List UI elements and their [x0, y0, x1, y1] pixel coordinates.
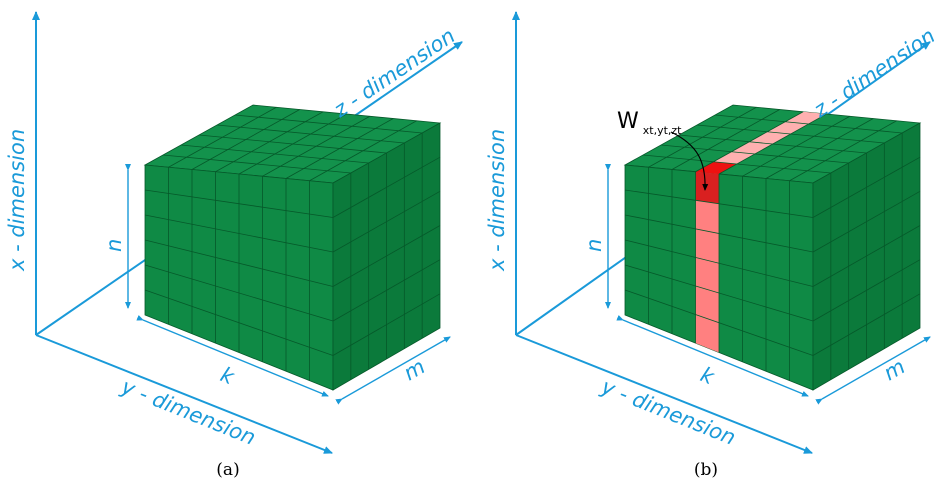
highlight-column-front [695, 171, 719, 353]
cube-grid-lines [624, 106, 921, 381]
front-grid-line [144, 264, 334, 322]
weight-label-subscript: xt,yt,zt [643, 124, 682, 137]
side-grid-line [812, 259, 921, 322]
top-grid-line [198, 134, 387, 154]
side-grid-line [812, 225, 921, 287]
k-label: k [697, 362, 718, 389]
k-label: k [217, 362, 238, 389]
top-grid-line [642, 154, 831, 174]
front-grid-line [144, 189, 334, 218]
top-grid-line [162, 154, 351, 174]
highlight-top-cell [749, 131, 791, 144]
highlight-top-cell [731, 141, 773, 154]
m-label: m [880, 354, 910, 385]
y-axis-label: y - dimension [117, 374, 259, 450]
top-grid-line [216, 124, 405, 144]
caption-b: (b) [694, 460, 718, 480]
highlight-top-cell [785, 111, 827, 124]
x-axis-label: x - dimension [485, 129, 509, 272]
top-grid-line [180, 144, 369, 164]
weight-pointer-arrow [670, 131, 709, 191]
top-grid-line [696, 124, 885, 144]
front-grid-line [144, 239, 334, 287]
front-grid-line [624, 189, 814, 218]
top-grid-line [678, 134, 867, 154]
n-label: n [582, 239, 606, 252]
highlighted-column [695, 111, 827, 353]
x-axis-label: x - dimension [5, 129, 29, 272]
front-grid-line [624, 264, 814, 322]
y-axis-label: y - dimension [597, 374, 739, 450]
side-grid-line [332, 190, 441, 253]
cube [143, 104, 442, 391]
top-grid-line [714, 114, 903, 134]
side-grid-line [812, 190, 921, 253]
weight-label: W xt,yt,zt [617, 109, 682, 137]
z-axis-label: z - dimension [329, 24, 460, 123]
side-grid-line [332, 225, 441, 287]
caption-a: (a) [216, 460, 239, 480]
k-dimension-arrow [616, 314, 809, 397]
highlight-top-cell [695, 161, 737, 174]
highlight-top-cell [767, 121, 809, 134]
highlight-cell-front [695, 171, 719, 204]
top-grid-line [234, 114, 423, 134]
side-grid-line [332, 156, 441, 218]
cube [623, 104, 922, 391]
m-label: m [400, 354, 430, 385]
front-grid-line [144, 214, 334, 253]
m-dimension-arrow [815, 336, 931, 405]
side-grid-line [812, 156, 921, 218]
weight-label-main: W [617, 109, 639, 134]
m-dimension-arrow [335, 336, 451, 405]
k-dimension-arrow [136, 314, 329, 397]
highlight-top-cell [713, 151, 755, 164]
side-grid-line [332, 259, 441, 322]
top-grid-line [660, 144, 849, 164]
front-grid-line [624, 239, 814, 287]
panel-b: x - dimension y - dimension z - dimensio… [485, 11, 934, 480]
front-grid-line [624, 214, 814, 253]
z-axis-label: z - dimension [809, 24, 934, 123]
n-label: n [102, 239, 126, 252]
panel-a: x - dimension y - dimension z - dimensio… [5, 11, 463, 480]
